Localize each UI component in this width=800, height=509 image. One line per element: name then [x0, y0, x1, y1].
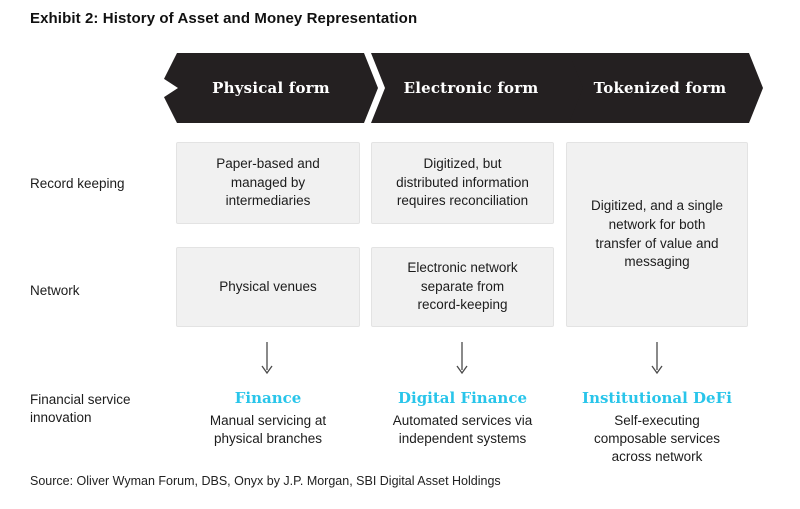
- chevron-label: Physical form: [212, 79, 330, 97]
- innovation-title: Digital Finance: [397, 389, 528, 407]
- box-record-keeping-and-network-tokenized: Digitized, and a single network for both…: [566, 142, 748, 327]
- row-label-record-keeping: Record keeping: [30, 176, 125, 191]
- innovation-institutional-defi: Institutional DeFi Self-executing compos…: [566, 389, 748, 465]
- innovation-title: Institutional DeFi: [582, 389, 732, 407]
- box-network-electronic: Electronic network separate from record-…: [371, 247, 554, 327]
- down-arrow-icon: [456, 342, 468, 375]
- row-label-financial-service-innovation: Financial service innovation: [30, 392, 131, 426]
- innovation-description: Self-executing composable services acros…: [593, 413, 721, 464]
- chevron-tokenized-form: Tokenized form: [569, 53, 763, 123]
- innovation-finance: Finance Manual servicing at physical bra…: [176, 389, 360, 448]
- innovation-digital-finance: Digital Finance Automated services via i…: [371, 389, 554, 448]
- chevron-label: Tokenized form: [593, 79, 727, 97]
- box-record-keeping-electronic: Digitized, but distributed information r…: [371, 142, 554, 224]
- down-arrow-icon: [261, 342, 273, 375]
- innovation-description: Manual servicing at physical branches: [209, 413, 327, 446]
- innovation-description: Automated services via independent syste…: [392, 413, 533, 446]
- source-attribution: Source: Oliver Wyman Forum, DBS, Onyx by…: [30, 474, 501, 488]
- exhibit-title: Exhibit 2: History of Asset and Money Re…: [30, 10, 418, 27]
- down-arrow-icon: [651, 342, 663, 375]
- chevron-electronic-form: Electronic form: [371, 53, 585, 123]
- box-record-keeping-physical: Paper-based and managed by intermediarie…: [176, 142, 360, 224]
- innovation-title: Finance: [234, 389, 302, 407]
- chevron-label: Electronic form: [403, 79, 539, 97]
- box-network-physical: Physical venues: [176, 247, 360, 327]
- chevron-physical-form: Physical form: [164, 53, 378, 123]
- row-label-network: Network: [30, 283, 80, 298]
